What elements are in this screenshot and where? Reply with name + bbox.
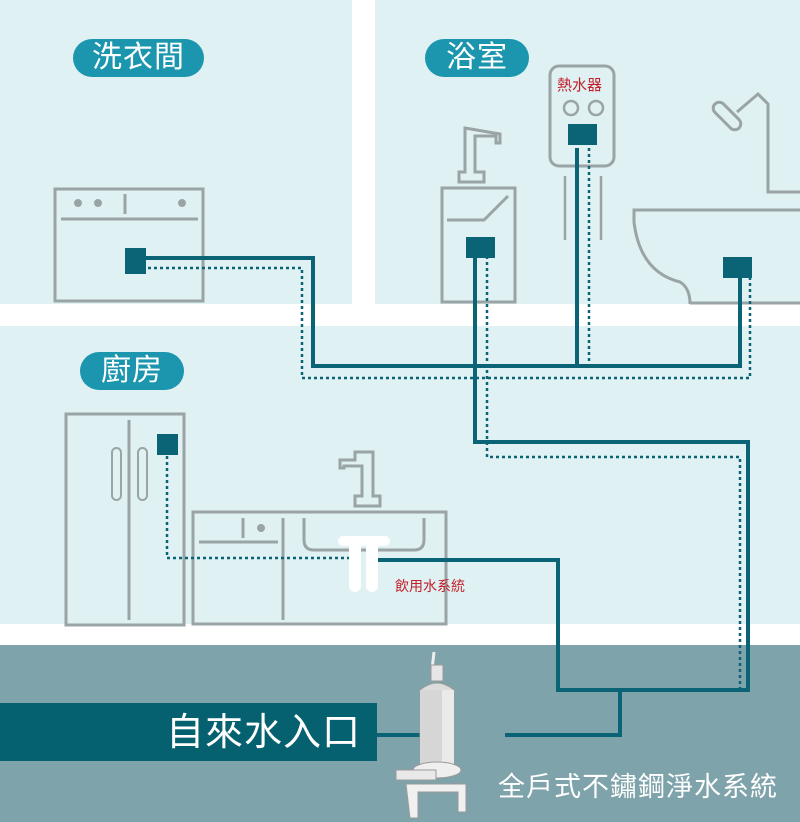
product-caption: 全戶式不鏽鋼淨水系統 <box>498 772 778 803</box>
connection-bath-sink <box>466 237 495 258</box>
drinking-water-system-label: 飲用水系統 <box>395 579 465 595</box>
water-heater-icon <box>548 64 616 240</box>
counter-knob <box>257 524 265 532</box>
solid-pipes <box>146 148 750 737</box>
connection-water-heater <box>568 124 597 145</box>
connection-bathtub <box>723 257 752 278</box>
whole-house-filter-icon <box>395 651 467 819</box>
bathroom-sink-cabinet-icon <box>440 186 517 304</box>
kitchen-counter-icon <box>191 510 448 626</box>
water-intake-label: 自來水入口 <box>165 710 361 754</box>
water-intake-bar: 自來水入口 <box>0 703 377 761</box>
connection-points <box>125 124 752 455</box>
connection-washer <box>125 248 146 274</box>
room-label-laundry: 洗衣間 <box>73 39 204 77</box>
connection-refrigerator <box>157 434 178 455</box>
room-label-kitchen: 廚房 <box>80 352 184 390</box>
bathtub-icon <box>632 208 800 305</box>
shower-head-icon <box>711 91 800 194</box>
room-label-bathroom: 浴室 <box>425 39 529 77</box>
refrigerator-icon <box>64 412 186 627</box>
kitchen-faucet-icon <box>338 450 382 508</box>
washing-machine-icon <box>53 187 205 303</box>
dotted-pipes <box>148 148 752 690</box>
water-heater-label: 熱水器 <box>557 76 603 94</box>
washer-knobs <box>74 199 186 207</box>
drinking-water-filter-icon <box>338 536 390 592</box>
bathroom-faucet-icon <box>457 126 502 184</box>
